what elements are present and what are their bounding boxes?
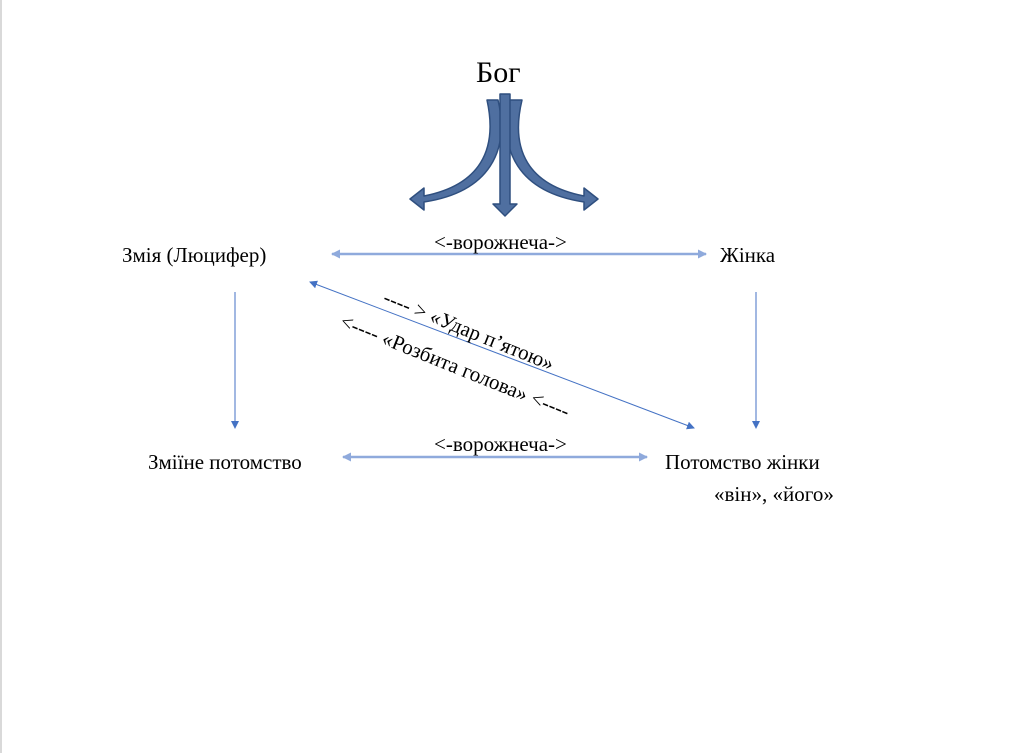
god-center-branch (492, 93, 518, 217)
god-right-branch (506, 99, 599, 211)
serpent-offspring-node: Зміїне потомство (148, 450, 302, 474)
woman-node: Жінка (720, 243, 776, 267)
serpent-node: Змія (Люцифер) (122, 243, 267, 267)
god-label: Бог (476, 56, 521, 89)
enmity-bottom-label: <-ворожнеча-> (434, 432, 567, 456)
page-edge (0, 0, 2, 753)
god-divine-arrow-icon (409, 93, 599, 217)
diagonal-conflict-arrow (309, 280, 695, 430)
enmity-top-label: <-ворожнеча-> (434, 230, 567, 254)
god-left-branch (409, 99, 502, 211)
woman-offspring-pronouns: «він», «його» (714, 482, 834, 506)
woman-offspring-node: Потомство жінки (665, 450, 820, 474)
